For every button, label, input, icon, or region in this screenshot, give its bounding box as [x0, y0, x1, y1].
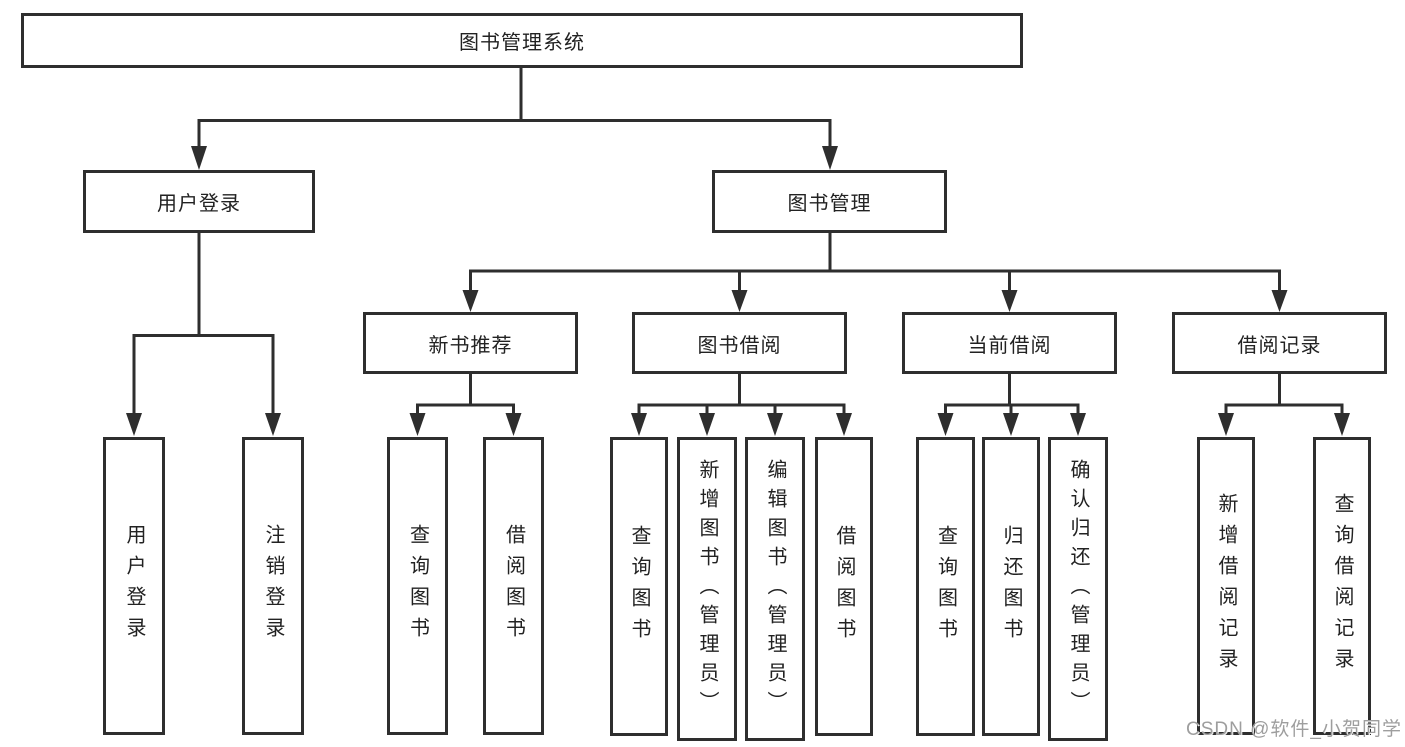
leaf-edit-book-admin-label: 编辑图书（管理员） [764, 458, 786, 720]
leaf-user-login: 用户登录 [103, 437, 165, 735]
leaf-user-login-label: 用户登录 [123, 524, 145, 648]
leaf-add-borrow-record-label: 新增借阅记录 [1215, 493, 1237, 679]
leaf-query-borrow-record-label: 查询借阅记录 [1331, 493, 1353, 679]
leaf-query-books-borrowing-label: 查询图书 [628, 524, 650, 649]
leaf-borrow-books-label: 借阅图书 [833, 524, 855, 649]
leaf-borrow-books: 借阅图书 [815, 437, 873, 736]
leaf-query-books-recommend: 查询图书 [387, 437, 448, 735]
node-library-system-label: 图书管理系统 [459, 32, 585, 54]
leaf-borrow-books-recommend: 借阅图书 [483, 437, 544, 735]
node-new-book-recommend: 新书推荐 [363, 312, 578, 374]
leaf-query-books-recommend-label: 查询图书 [406, 524, 429, 648]
node-current-borrowing: 当前借阅 [902, 312, 1117, 374]
node-book-management: 图书管理 [712, 170, 947, 233]
node-current-borrowing-label: 当前借阅 [967, 334, 1052, 357]
node-new-book-recommend-label: 新书推荐 [428, 334, 513, 357]
leaf-add-book-admin-label: 新增图书（管理员） [696, 458, 718, 720]
node-book-borrowing: 图书借阅 [632, 312, 847, 374]
leaf-query-books-borrowing: 查询图书 [610, 437, 668, 736]
leaf-add-borrow-record: 新增借阅记录 [1197, 437, 1255, 735]
leaf-borrow-books-recommend-label: 借阅图书 [502, 524, 525, 648]
leaf-query-borrow-record: 查询借阅记录 [1313, 437, 1371, 735]
node-borrowing-records-label: 借阅记录 [1237, 334, 1322, 357]
node-user-login-group: 用户登录 [83, 170, 315, 233]
node-user-login-group-label: 用户登录 [157, 193, 241, 215]
node-book-management-label: 图书管理 [787, 193, 872, 215]
leaf-logout: 注销登录 [242, 437, 304, 735]
node-borrowing-records: 借阅记录 [1172, 312, 1387, 374]
leaf-edit-book-admin: 编辑图书（管理员） [745, 437, 805, 741]
leaf-add-book-admin: 新增图书（管理员） [677, 437, 737, 741]
node-library-system: 图书管理系统 [21, 13, 1023, 68]
leaf-confirm-return-admin-label: 确认归还（管理员） [1067, 458, 1089, 720]
leaf-return-books: 归还图书 [982, 437, 1040, 736]
leaf-confirm-return-admin: 确认归还（管理员） [1048, 437, 1108, 741]
leaf-logout-label: 注销登录 [262, 524, 284, 648]
leaf-return-books-label: 归还图书 [1000, 524, 1022, 649]
node-book-borrowing-label: 图书借阅 [697, 334, 782, 357]
leaf-query-books-current-label: 查询图书 [934, 524, 957, 649]
csdn-watermark: CSDN @软件_小贺同学 [1186, 719, 1402, 740]
leaf-query-books-current: 查询图书 [916, 437, 975, 736]
